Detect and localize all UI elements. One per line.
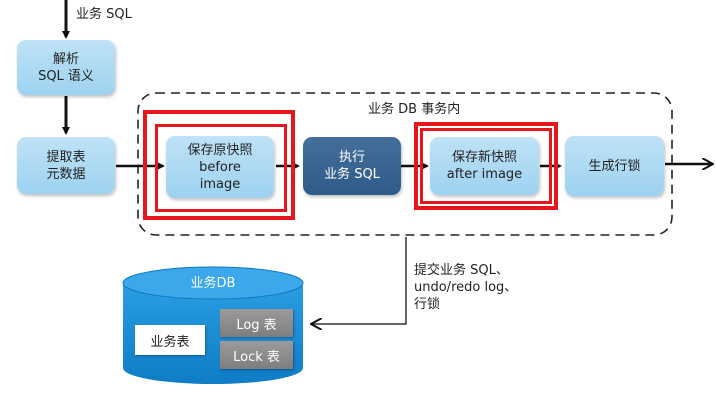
generate-row-lock-node: 生成行锁: [565, 136, 664, 196]
transaction-boundary-label: 业务 DB 事务内: [368, 102, 461, 117]
business-table: 业务表: [135, 325, 205, 355]
execute-business-sql-node: 执行 业务 SQL: [303, 137, 401, 195]
commit-label: 提交业务 SQL、 undo/redo log、 行锁: [414, 263, 518, 312]
after-image-highlight-outer: [414, 122, 558, 210]
save-after-image-node: 保存新快照 after image: [430, 137, 539, 195]
before-image-highlight-outer: [143, 110, 295, 220]
parse-sql-semantics-node: 解析 SQL 语义: [17, 40, 115, 95]
before-image-highlight-inner: [155, 124, 287, 212]
top-sql-label: 业务 SQL: [76, 7, 132, 22]
save-before-image-node: 保存原快照 before image: [166, 136, 274, 198]
transaction-boundary: [137, 92, 673, 236]
extract-table-metadata-node: 提取表 元数据: [17, 137, 115, 194]
arrow-commit-to-db: [312, 237, 407, 324]
lock-table: Lock 表: [220, 341, 293, 369]
log-table: Log 表: [220, 309, 293, 337]
database-title: 业务DB: [190, 276, 236, 291]
after-image-highlight-inner: [420, 128, 552, 204]
